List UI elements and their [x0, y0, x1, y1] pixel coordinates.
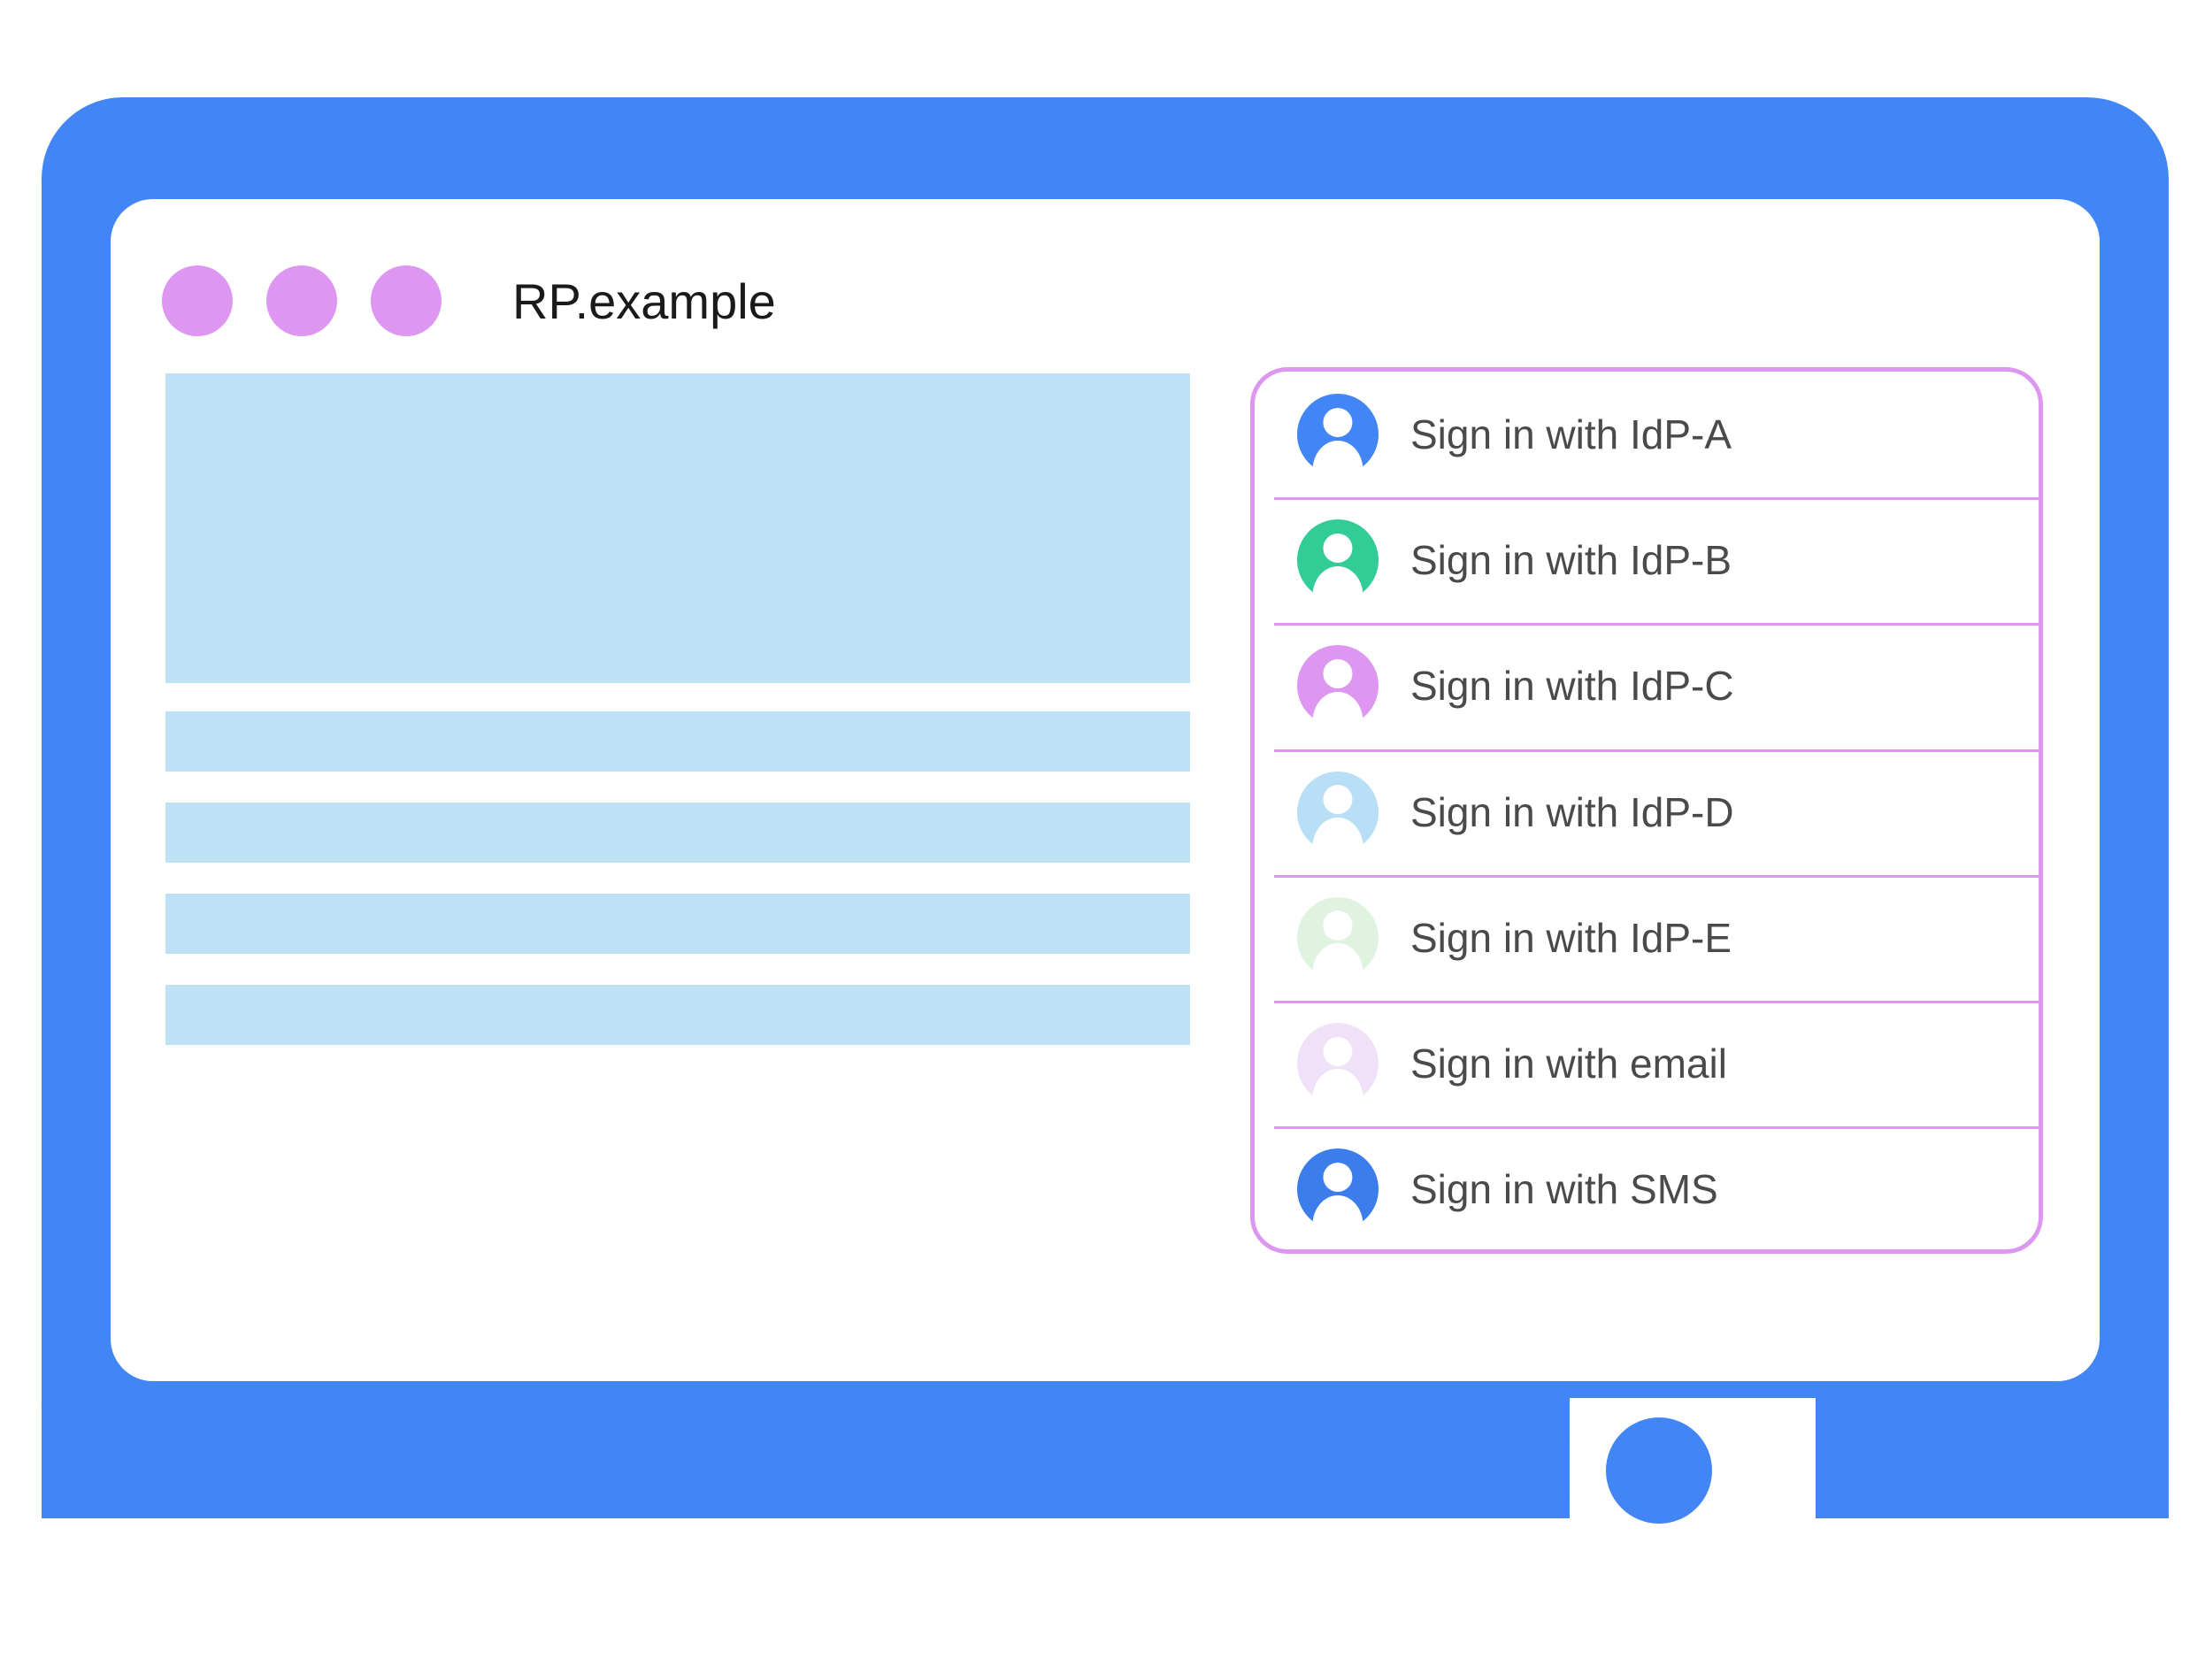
signin-option-label: Sign in with SMS	[1410, 1166, 1718, 1213]
signin-option-idp-a[interactable]: Sign in with IdP-A	[1255, 372, 2039, 497]
window-dot-3[interactable]	[371, 265, 442, 336]
home-button[interactable]	[1606, 1417, 1712, 1524]
hero-block	[165, 373, 1190, 683]
browser-header: RP.example	[162, 265, 776, 336]
person-avatar-icon	[1297, 1148, 1379, 1238]
person-avatar-icon	[1297, 896, 1379, 987]
person-avatar-icon	[1297, 1023, 1379, 1112]
signin-option-idp-c[interactable]: Sign in with IdP-C	[1255, 623, 2039, 749]
person-avatar-icon	[1297, 394, 1379, 483]
signin-option-idp-b[interactable]: Sign in with IdP-B	[1255, 497, 2039, 623]
page-title: RP.example	[512, 273, 776, 329]
signin-option-idp-d[interactable]: Sign in with IdP-D	[1255, 749, 2039, 875]
signin-option-sms[interactable]: Sign in with SMS	[1255, 1126, 2039, 1249]
window-dot-1[interactable]	[162, 265, 233, 336]
text-bar-2	[165, 803, 1190, 863]
signin-option-label: Sign in with IdP-D	[1410, 788, 1734, 835]
signin-option-label: Sign in with IdP-B	[1410, 537, 1732, 584]
tablet-device-frame: RP.example Sign in with IdP-A Sign i	[42, 97, 2169, 1573]
signin-option-email[interactable]: Sign in with email	[1255, 1000, 2039, 1126]
person-avatar-icon	[1297, 771, 1379, 860]
signin-option-label: Sign in with email	[1410, 1041, 1727, 1087]
text-bar-3	[165, 894, 1190, 954]
person-avatar-icon	[1297, 519, 1379, 609]
text-bar-4	[165, 985, 1190, 1045]
person-avatar-icon	[1297, 645, 1379, 734]
text-bar-1	[165, 711, 1190, 772]
window-dot-2[interactable]	[266, 265, 337, 336]
device-bezel-bottom-left-bar	[42, 1423, 1577, 1518]
signin-option-label: Sign in with IdP-C	[1410, 663, 1734, 710]
signin-option-idp-e[interactable]: Sign in with IdP-E	[1255, 874, 2039, 1001]
signin-option-label: Sign in with IdP-E	[1410, 914, 1732, 961]
page-content-placeholders	[165, 373, 1190, 1076]
federated-signin-card: Sign in with IdP-A Sign in with IdP-B Si…	[1250, 367, 2043, 1254]
browser-screen: RP.example Sign in with IdP-A Sign i	[111, 199, 2100, 1381]
signin-option-label: Sign in with IdP-A	[1410, 411, 1732, 458]
